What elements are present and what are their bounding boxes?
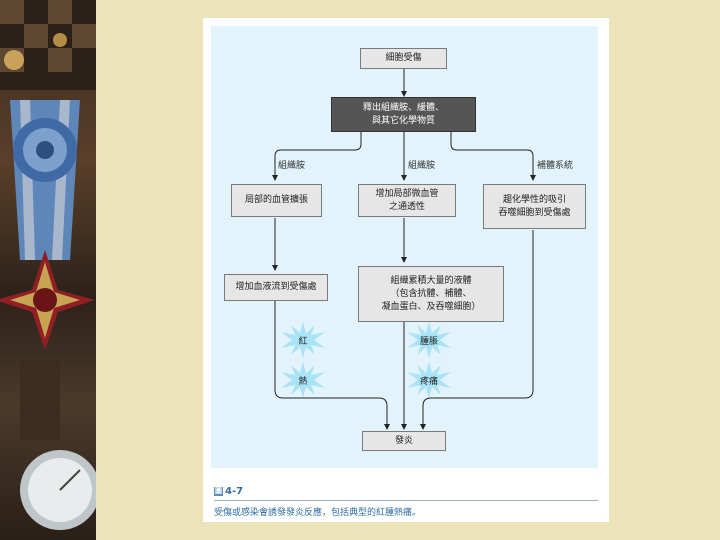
figure-number: 圖 4-7 bbox=[214, 486, 244, 497]
arrow-bloodflow-to-inflammation bbox=[274, 300, 390, 430]
node-chemical-release: 釋出組織胺、緩體、 與其它化學物質 bbox=[331, 97, 476, 132]
caption-divider bbox=[214, 500, 598, 501]
node-inflammation: 發炎 bbox=[362, 431, 446, 451]
sign-swelling: 腫脹 bbox=[405, 322, 453, 358]
node-edema: 組織累積大量的液體 （包含抗體、補體、 凝血蛋白、及吞噬細胞） bbox=[358, 266, 504, 322]
node-cell-injury: 細胞受傷 bbox=[360, 48, 447, 69]
arrow-chemotaxis-to-inflammation bbox=[420, 230, 534, 430]
sign-heat: 熱 bbox=[280, 362, 326, 398]
edge-label-middle: 組織胺 bbox=[408, 161, 436, 171]
decorative-photo-strip bbox=[0, 0, 96, 540]
figure-glyph: 圖 bbox=[214, 487, 223, 496]
sign-red: 紅 bbox=[280, 322, 326, 358]
flow-connectors bbox=[272, 69, 536, 430]
medal-photo-icon bbox=[0, 0, 96, 530]
node-chemotaxis: 趨化學性的吸引 吞噬細胞到受傷處 bbox=[483, 184, 586, 229]
node-vasodilation: 局部的血管擴張 bbox=[231, 184, 322, 217]
node-permeability: 增加局部微血管 之通透性 bbox=[358, 184, 456, 217]
arrow-release-to-vasodilation bbox=[272, 132, 362, 181]
edge-label-right: 補體系統 bbox=[537, 161, 574, 171]
node-blood-flow: 增加血液流到受傷處 bbox=[224, 274, 328, 301]
figure-caption: 受傷或感染會誘發發炎反應，包括典型的紅腫熱痛。 bbox=[214, 508, 422, 518]
edge-label-left: 組織胺 bbox=[278, 161, 306, 171]
sign-pain: 疼痛 bbox=[405, 362, 453, 398]
arrow-release-to-chemotaxis bbox=[450, 132, 536, 181]
